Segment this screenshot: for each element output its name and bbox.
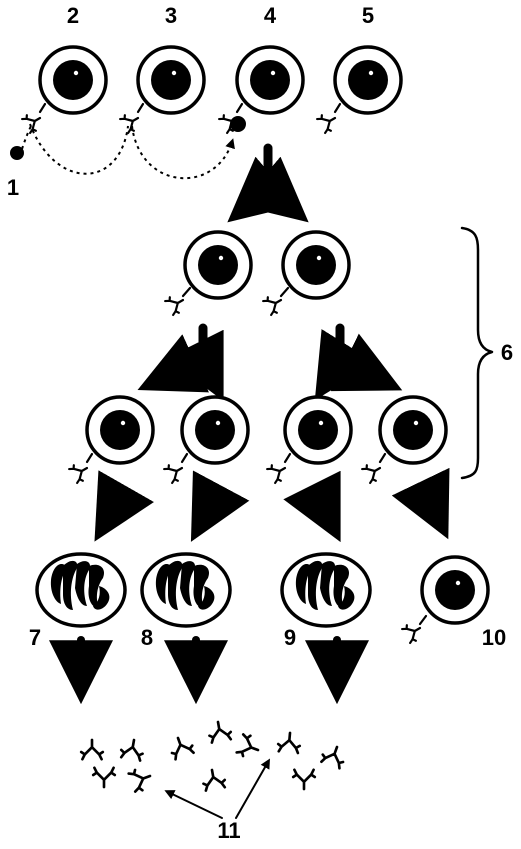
label-5: 5 [362, 3, 374, 28]
clone-cell-b [261, 230, 351, 317]
label-11: 11 [217, 818, 240, 843]
lymphocyte-4 [217, 45, 305, 135]
arrow-to-9 [283, 470, 341, 543]
plasma-cell-7 [35, 552, 127, 628]
pointer-11-a [164, 790, 223, 819]
plasma-cell-8 [140, 552, 232, 628]
antigen-path-3 [131, 125, 235, 180]
label-6: 6 [501, 340, 513, 365]
antigen [10, 146, 24, 160]
memory-cell-10 [400, 555, 490, 645]
arrow-to-7 [94, 470, 155, 542]
split-arrow-3 [314, 323, 403, 401]
split-arrow-1 [227, 143, 309, 223]
antigen-path-2 [29, 123, 129, 175]
brace [460, 226, 494, 480]
lymphocyte-3 [118, 45, 206, 135]
antibodies [79, 718, 349, 795]
plasma-cell-9 [280, 552, 372, 628]
antigen-bound [230, 116, 246, 132]
arrow-to-10 [391, 467, 450, 540]
label-8: 8 [141, 625, 153, 650]
arrow-to-8 [190, 470, 250, 542]
label-10: 10 [482, 625, 506, 650]
label-3: 3 [165, 3, 177, 28]
lymphocyte-2 [20, 45, 108, 135]
label-7: 7 [29, 625, 41, 650]
label-9: 9 [284, 625, 296, 650]
split-arrow-2 [137, 323, 224, 402]
antigen-path-1 [21, 123, 33, 150]
clone-cell-e [265, 395, 353, 485]
label-1: 1 [7, 175, 19, 200]
clone-cell-a [163, 230, 253, 317]
clone-cell-d [162, 395, 250, 485]
pointer-11-b [235, 758, 270, 819]
clone-cell-f [360, 395, 448, 485]
label-4: 4 [264, 3, 277, 28]
lymphocyte-5 [315, 45, 403, 135]
label-2: 2 [67, 3, 79, 28]
clone-cell-c [67, 395, 155, 485]
